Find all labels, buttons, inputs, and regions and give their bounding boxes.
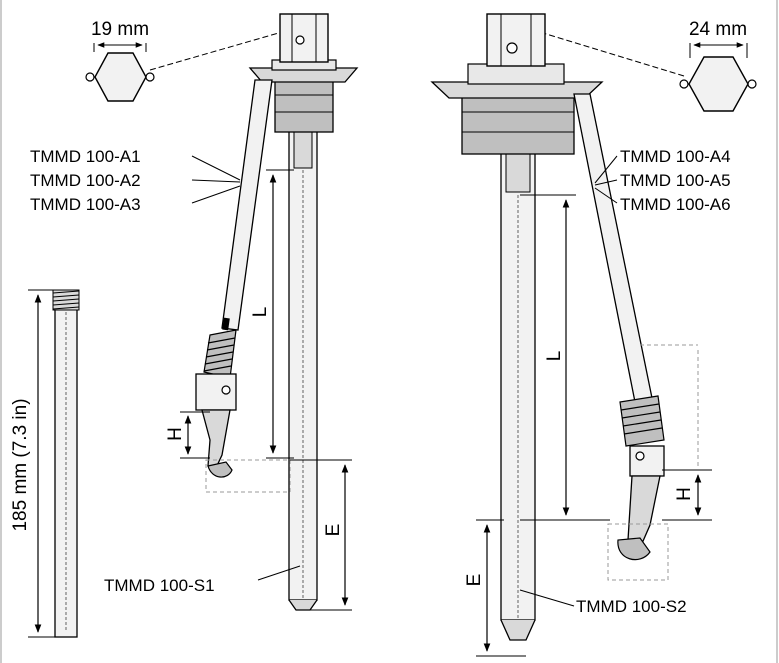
left-wrench-size: 19 mm [91,19,149,40]
right-arm-label-a4: TMMD 100-A4 [620,147,731,166]
right-jaw-clearance [607,344,698,581]
left-arm-label-a3: TMMD 100-A3 [30,195,141,214]
right-hex-icon [679,56,757,112]
right-dim-e-label: E [464,574,485,587]
left-puller-arm [195,79,273,478]
left-hex-icon [85,52,155,102]
left-arm-spring [203,329,237,379]
right-spindle-label: TMMD 100-S2 [576,597,687,616]
left-arm-label-leaders [191,155,241,204]
right-dim-h [662,469,712,521]
right-dim-l [520,194,610,521]
left-arm-label-a1: TMMD 100-A1 [30,147,141,166]
right-arm-spring [619,395,665,447]
extension-rod [52,289,80,638]
left-hex-nut [279,13,329,63]
left-hex-leader [149,31,283,71]
right-hex-nut [486,13,546,67]
right-dim-h-label: H [674,487,695,501]
left-dim-e [290,459,352,611]
right-wrench-dimension [689,42,748,58]
right-dim-e [476,519,526,657]
extension-length-label: 185 mm (7.3 in) [10,398,31,531]
right-wrench-size: 24 mm [689,19,747,40]
left-dim-h [180,411,210,459]
left-dim-h-label: H [165,427,186,441]
right-arm-label-a6: TMMD 100-A6 [620,195,731,214]
left-arm-label-a2: TMMD 100-A2 [30,171,141,190]
right-dim-l-label: L [544,351,565,362]
right-spindle-leader [519,589,575,607]
left-spindle-leader [257,565,301,581]
left-dim-e-label: E [323,524,344,537]
right-arm-label-a5: TMMD 100-A5 [620,171,731,190]
left-dim-l-label: L [250,307,271,318]
left-dim-l [266,169,294,459]
right-hex-leader [532,29,685,77]
left-wrench-dimension [93,42,147,52]
left-jaw-clearance [205,459,291,493]
left-spindle-label: TMMD 100-S1 [104,576,215,595]
right-spindle [500,149,536,641]
left-spindle [288,129,318,611]
right-arm-label-leaders [594,155,618,204]
left-puller-head [248,59,359,133]
right-puller-arm [573,93,665,561]
extension-rod-thread [52,289,80,311]
extension-length-dimension [28,289,55,638]
